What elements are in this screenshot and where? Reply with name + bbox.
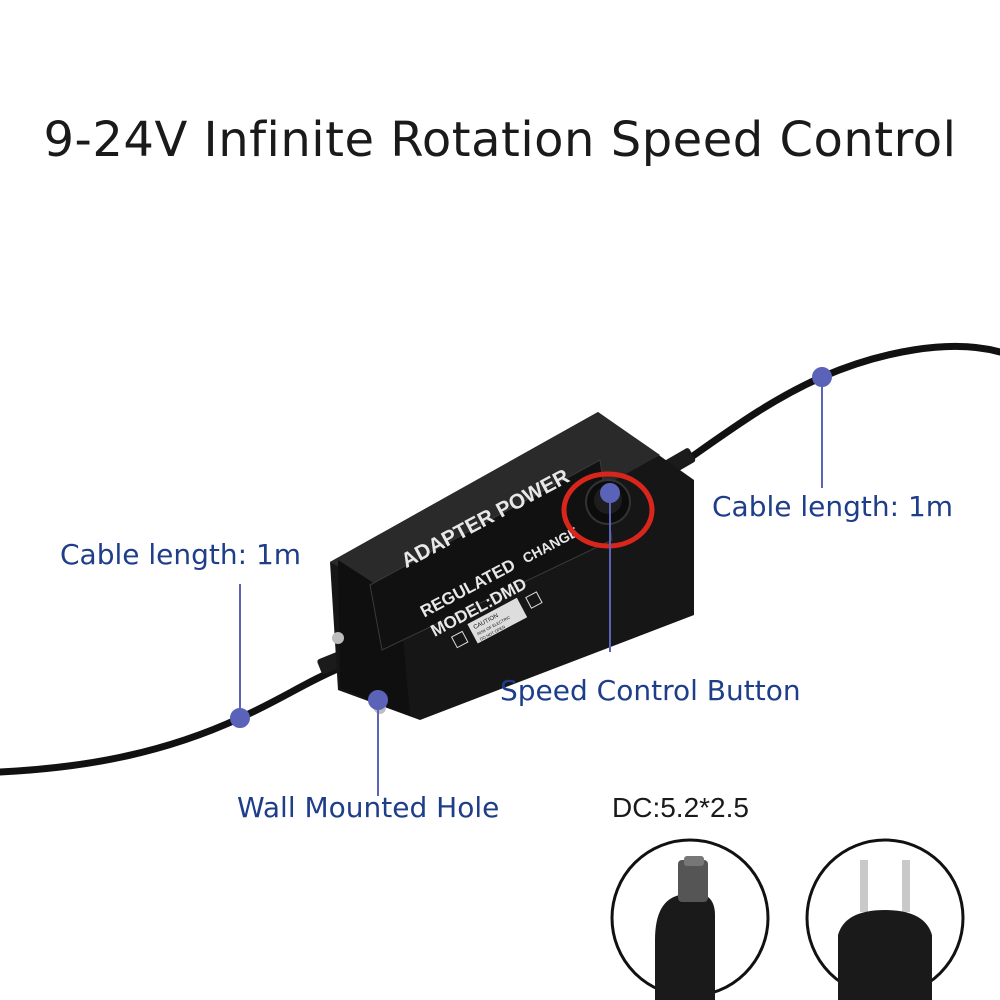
marker-dot-wall-hole [368, 690, 388, 710]
left-cable [0, 664, 344, 776]
label-dc-spec: DC:5.2*2.5 [612, 792, 749, 823]
warning-icon-right [525, 591, 543, 609]
warning-icon [450, 630, 469, 649]
page-title: 9-24V Infinite Rotation Speed Control [43, 112, 957, 168]
marker-dot-knob [600, 483, 620, 503]
label-speed-control-button: Speed Control Button [500, 674, 801, 707]
marker-dot-cable-left [230, 708, 250, 728]
dc-plug-illustration [610, 838, 770, 1000]
label-cable-length-right: Cable length: 1m [712, 490, 954, 523]
marker-dot-cable-right [812, 367, 832, 387]
right-cable [676, 342, 1000, 469]
label-cable-length-left: Cable length: 1m [60, 538, 302, 571]
wall-plug-illustration [805, 838, 965, 1000]
caution-sticker [467, 597, 528, 644]
callouts [230, 367, 832, 796]
label-wall-mounted-hole: Wall Mounted Hole [237, 791, 500, 824]
